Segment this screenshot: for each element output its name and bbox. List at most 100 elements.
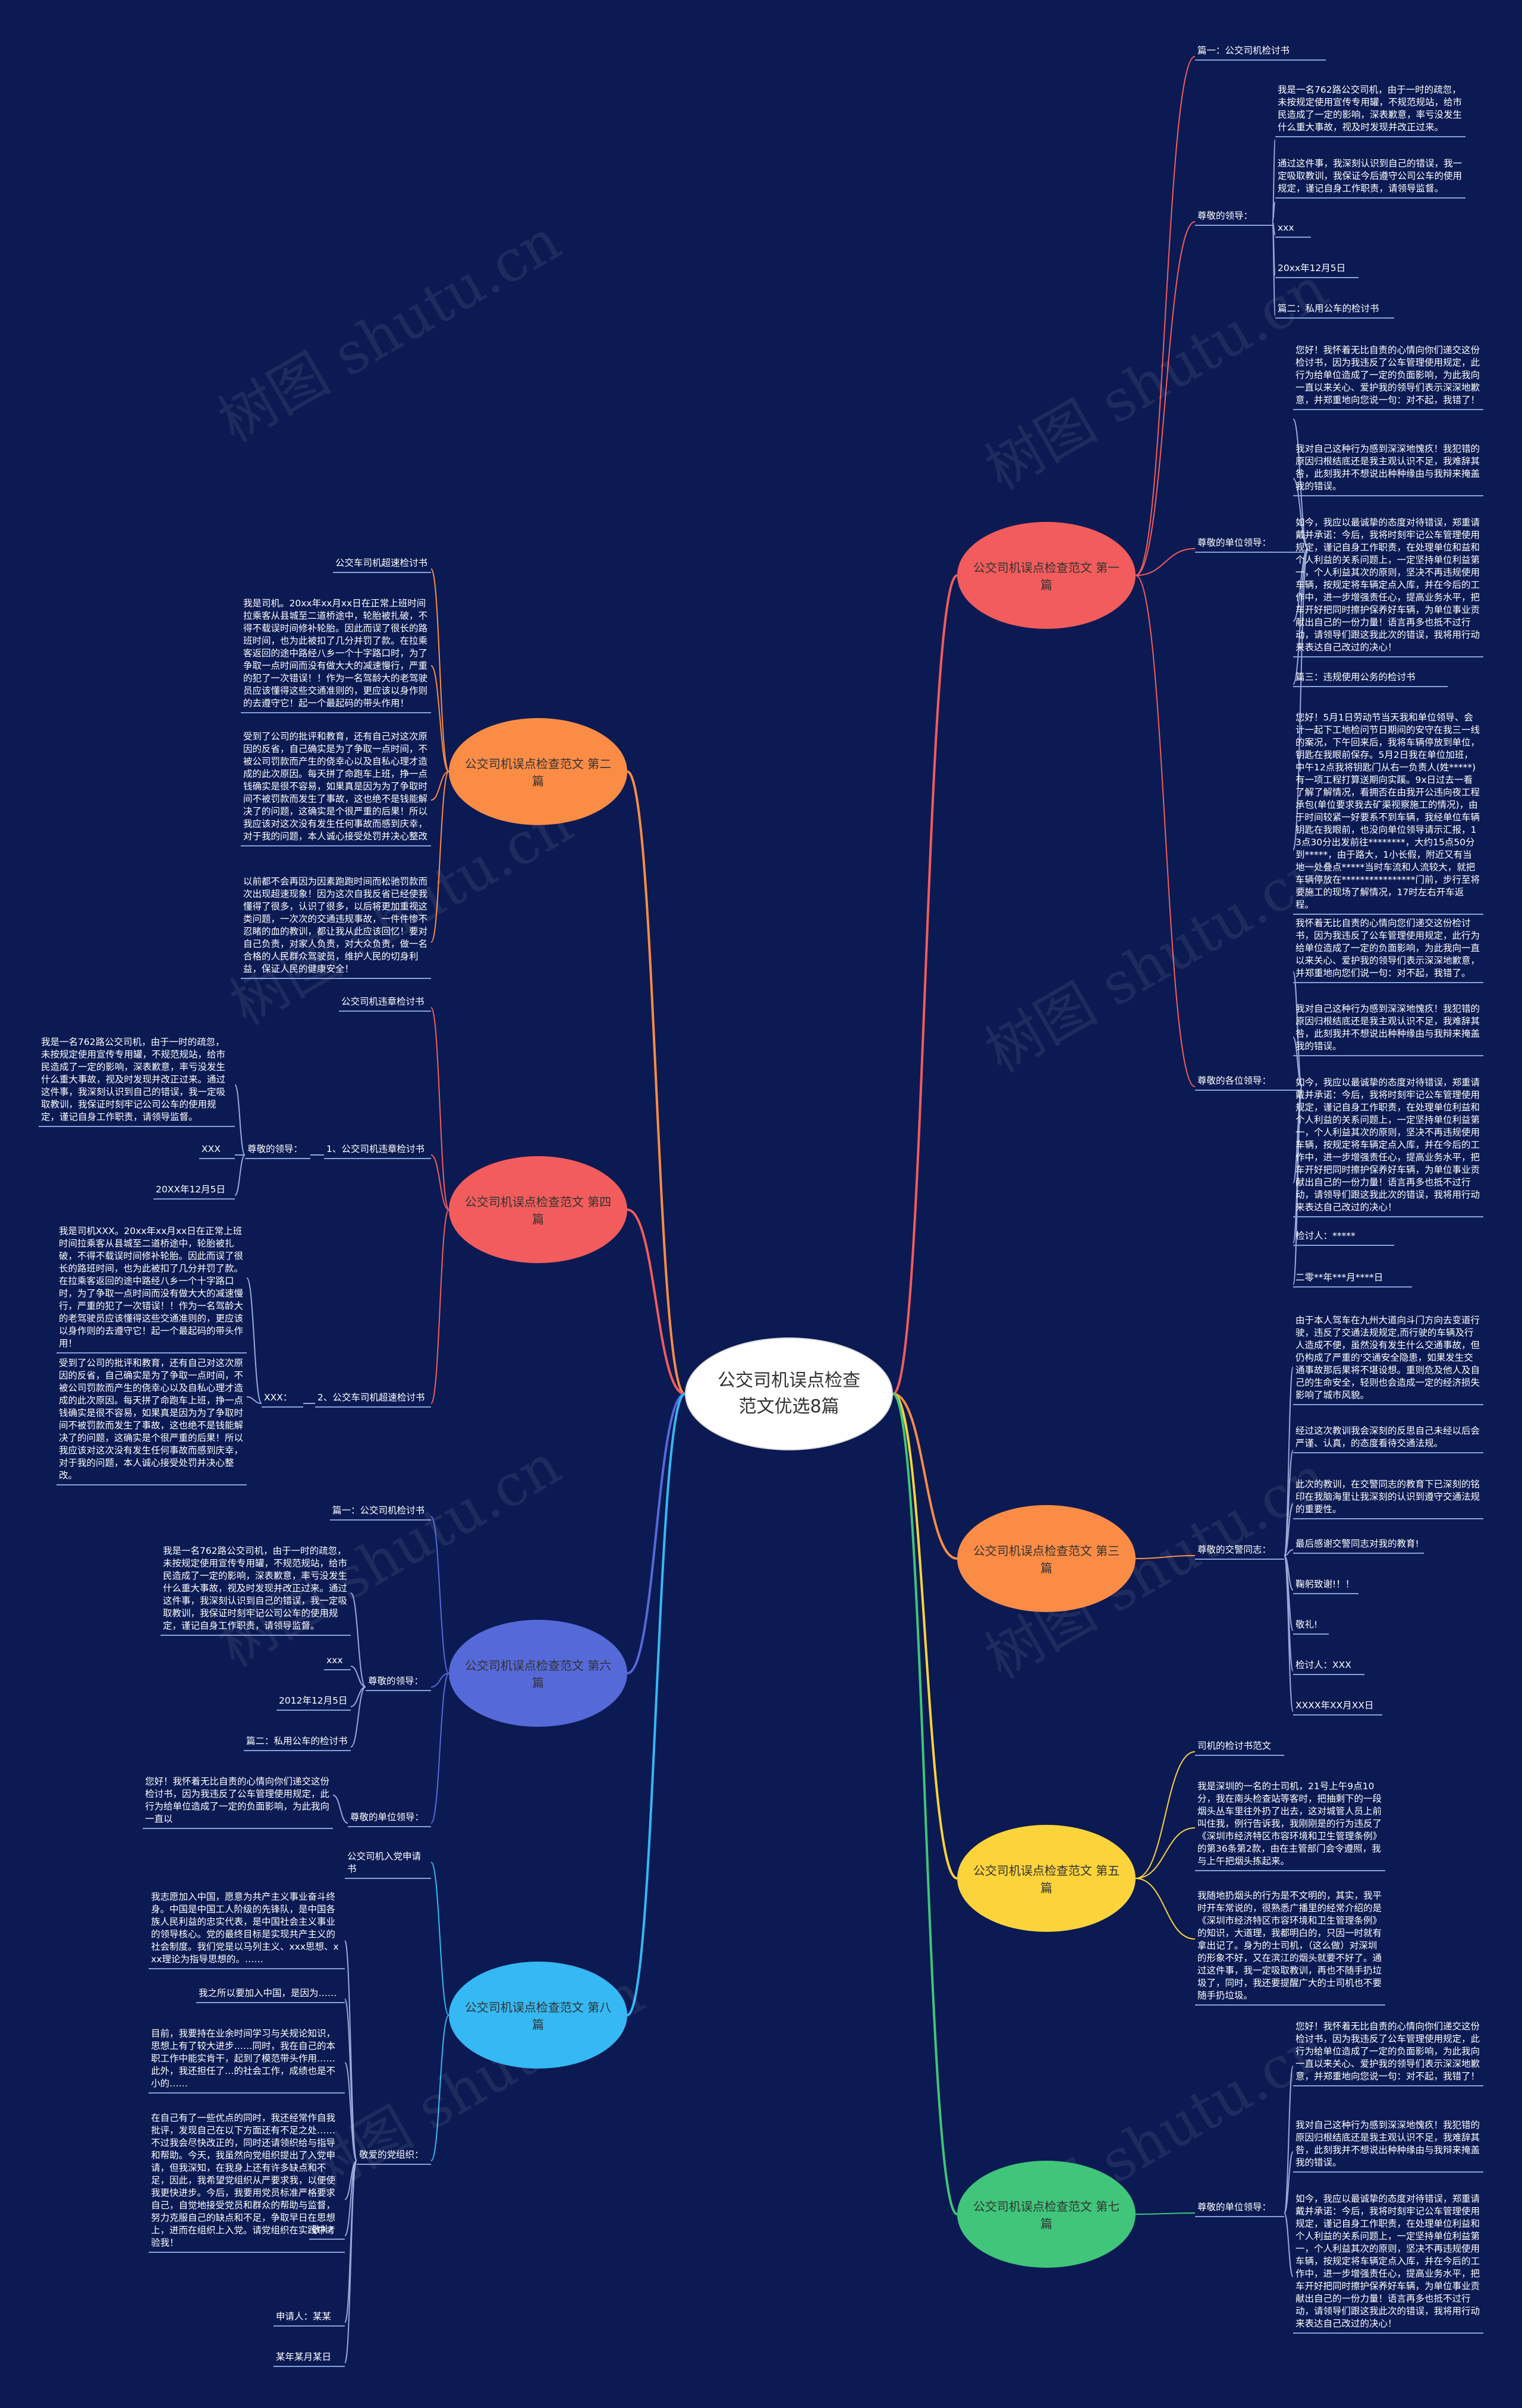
leaf-text: 我是深圳的一名的士司机，21号上午9点10分，我在南头检查站等客时，把抽剩下的一… (1195, 1779, 1385, 1871)
leaf-text: 我志愿加入中国，愿意为共产主义事业奋斗终身。中国是中国工人阶级的先锋队，是中国各… (149, 1889, 345, 1969)
leaf-greeting: 尊敬的单位领导： (348, 1809, 431, 1827)
leaf-text: 如今，我应以最诚挚的态度对待错误，郑重请戴并承诺：今后，我将时刻牢记公车管理使用… (1293, 515, 1483, 657)
leaf-greeting: 尊敬的单位领导： (1195, 535, 1308, 553)
connector (430, 771, 449, 943)
connector (430, 1209, 449, 1404)
connector (430, 1516, 449, 1674)
branch-node[interactable]: 公交司机误点检查范文 第五篇 (957, 1825, 1136, 1932)
branch-node[interactable]: 公交司机误点检查范文 第六篇 (449, 1620, 627, 1727)
branch-node[interactable]: 公交司机误点检查范文 第一篇 (957, 522, 1136, 629)
leaf-text: 我随地扔烟头的行为是不文明的，其实，我平时开车常说的，很熟悉广播里的经常介绍的是… (1195, 1888, 1385, 2006)
leaf-greeting: 尊敬的交警同志： (1195, 1542, 1284, 1560)
leaf-text: 在自己有了一些优点的同时，我还经常作自我批评，发现自己在以下方面还有不足之处……… (149, 2110, 345, 2253)
leaf-text: 如今，我应以最诚挚的态度对待错误，郑重请戴并承诺：今后，我将时刻牢记公车管理使用… (1293, 1075, 1483, 1217)
leaf-text: 您好！我怀着无比自责的心情向你们递交这份检讨书，因为我违反了公车管理使用规定，此… (1293, 2019, 1483, 2086)
leaf-text: 申请人：某某 (273, 2309, 345, 2327)
branch-node[interactable]: 公交司机误点检查范文 第四篇 (449, 1156, 627, 1263)
leaf-text: 受到了公司的批评和教育，还有自己对这次原因的反省，自己确实是为了争取一点时间，不… (241, 729, 431, 846)
connector (1135, 221, 1196, 576)
connector (430, 771, 449, 801)
connector (1293, 1037, 1303, 1087)
leaf-text: 我之所以要加入中国，是因为…… (196, 1985, 345, 2003)
connector (234, 1154, 246, 1196)
branch-node[interactable]: 公交司机误点检查范文 第八篇 (449, 1962, 627, 2069)
leaf-text: 篇二：私用公车的检讨书 (1275, 301, 1394, 319)
leaf-text: 通过这件事，我深刻认识到自己的错误，我一定吸取教训，我保证今后遵守公司公车的使用… (1275, 156, 1466, 199)
connector (430, 1007, 449, 1210)
leaf-text: 二零**年***月****日 (1293, 1270, 1412, 1288)
leaf-text: 篇二：私用公车的检讨书 (244, 1733, 351, 1751)
branch-node[interactable]: 公交司机误点检查范文 第三篇 (957, 1505, 1136, 1612)
connector (627, 770, 685, 1395)
leaf-title: 公交司机违章检讨书 (339, 994, 431, 1012)
leaf-text: XXXX年XX月XX日 (1293, 1698, 1382, 1715)
leaf-greeting: 尊敬的单位领导： (1195, 2199, 1284, 2217)
connector (1272, 221, 1276, 316)
connector (350, 1686, 366, 1748)
connector (350, 1592, 366, 1688)
connector (246, 1277, 262, 1404)
connector (1284, 2066, 1294, 2214)
connector (1293, 548, 1309, 685)
leaf-text: 您好！我怀着无比自责的心情向你们递交这份检讨书，因为我违反了公车管理使用规定，此… (1293, 342, 1483, 410)
connector (430, 1154, 449, 1210)
connector (1284, 1555, 1294, 1712)
leaf-text: 检讨人：***** (1293, 1228, 1394, 1246)
connector (1135, 548, 1196, 576)
leaf-text: 20xx年12月5日 (1275, 260, 1359, 278)
leaf-greeting: 尊敬的各位领导： (1195, 1073, 1302, 1091)
connector (1135, 1555, 1196, 1559)
connector (1284, 2151, 1294, 2214)
connector (332, 1795, 348, 1824)
connector (246, 1396, 262, 1404)
connector (344, 2160, 357, 2236)
leaf-text: 最后感谢交警同志对我的教育! (1293, 1536, 1424, 1554)
leaf-text: 您好！5月1日劳动节当天我和单位领导、会计一起下工地检问节日期间的安守在我三一线… (1293, 710, 1483, 915)
connector (1293, 1086, 1303, 1285)
leaf-text: 此次的教训，在交警同志的教育下已深刻的铭印在我脑海里让我深刻的认识到遵守交通法规… (1293, 1477, 1483, 1519)
leaf-greeting: 敬爱的党组织： (357, 2147, 431, 2165)
connector (1293, 478, 1309, 549)
branch-node[interactable]: 公交司机误点检查范文 第二篇 (449, 718, 627, 825)
root-topic[interactable]: 公交司机误点检查范文优选8篇 (685, 1337, 893, 1450)
leaf-subtitle: 2、公交车司机超速检讨书 (315, 1390, 431, 1408)
connector (627, 1393, 685, 2016)
connector (1135, 575, 1196, 1087)
connector (1293, 548, 1309, 622)
leaf-text: 敬礼! (309, 2222, 345, 2240)
leaf-text: 某年某月某日 (273, 2349, 345, 2367)
leaf-text: 受到了公司的批评和教育，还有自己对这次原因的反省，自己确实是为了争取一点时间，不… (56, 1355, 247, 1485)
leaf-text: 您好！我怀着无比自责的心情向你们递交这份检讨书，因为我违反了公车管理使用规定，此… (143, 1774, 333, 1829)
leaf-text: 我对自己这种行为感到深深地愧疚！我犯错的原因归根结底还是我主观认识不足，我难辞其… (1293, 1001, 1483, 1056)
leaf-title: 篇一：公交司机检讨书 (1195, 43, 1326, 61)
connector (627, 1208, 685, 1395)
connector (1293, 548, 1309, 851)
connector (430, 1673, 449, 1824)
connector (430, 665, 449, 772)
connector (627, 1393, 685, 1674)
leaf-text: 检讨人：XXX (1293, 1657, 1364, 1675)
connector (892, 1393, 958, 1560)
leaf-text: 我是一名762路公交司机，由于一时的疏忽，未按规定使用宣传专用罐，不规范规站，给… (161, 1543, 351, 1636)
branch-node[interactable]: 公交司机误点检查范文 第七篇 (957, 2161, 1136, 2268)
connector (892, 1393, 958, 1880)
leaf-text: XXX： (262, 1390, 303, 1408)
leaf-text: 我对自己这种行为感到深深地愧疚！我犯错的原因归根结底还是我主观认识不足，我难辞其… (1293, 2117, 1483, 2173)
connector (344, 2160, 357, 2363)
connector (1135, 1827, 1196, 1879)
connector (1135, 1751, 1196, 1879)
leaf-text: 如今，我应以最诚挚的态度对待错误，郑重请戴并承诺：今后，我将时刻牢记公车管理使用… (1293, 2191, 1483, 2334)
connector (350, 1666, 366, 1688)
connector (1284, 2212, 1294, 2277)
leaf-text: 我是一名762路公交司机，由于一时的疏忽，未按规定使用宣传专用罐，不规范规站，给… (1275, 82, 1466, 137)
leaf-text: 我是司机XXX。20xx年xx月xx日在正常上班时间拉乘客从县城至二道桥途中，轮… (56, 1223, 247, 1353)
leaf-title: 司机的检讨书范文 (1195, 1738, 1284, 1756)
leaf-text: 篇三：违规使用公务的检讨书 (1293, 669, 1448, 687)
leaf-text: XXX (199, 1141, 235, 1159)
leaf-text: 我是一名762路公交司机，由于一时的疏忽，未按规定使用宣传专用罐，不规范规站，给… (39, 1034, 235, 1127)
connector (344, 2062, 357, 2161)
connector (892, 574, 958, 1395)
connector (1135, 1878, 1196, 1940)
leaf-title: 公交车司机超速检讨书 (333, 555, 431, 573)
